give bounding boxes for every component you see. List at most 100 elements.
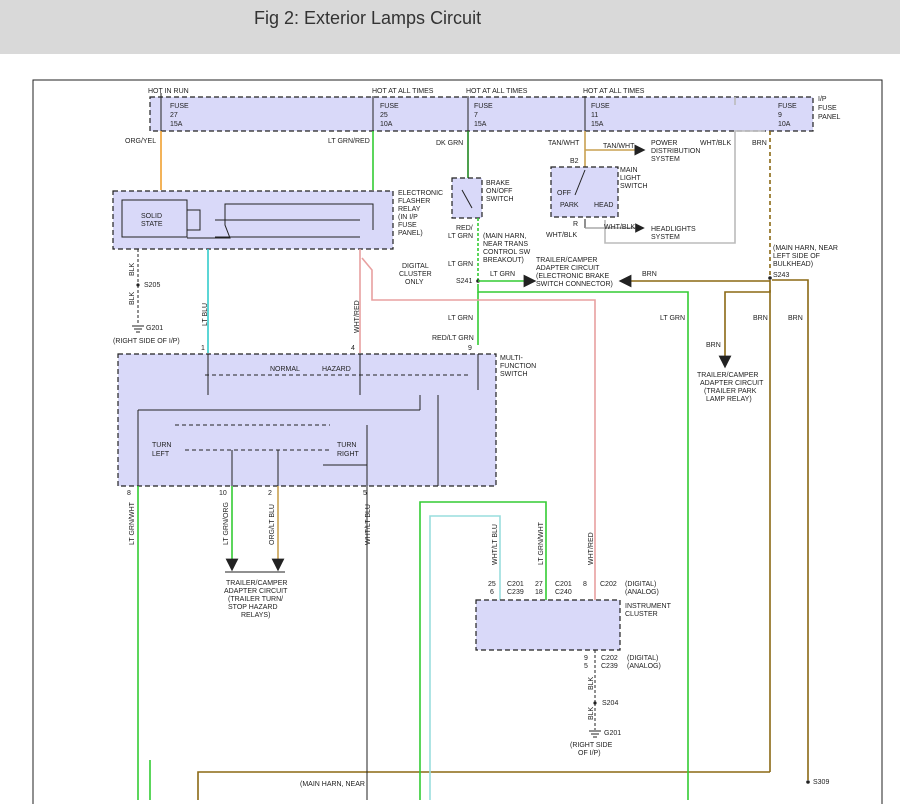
pin-8: 8: [127, 490, 131, 497]
wire-label-wht-red: WHT/RED: [354, 300, 361, 333]
ground-g201: G201: [146, 325, 163, 332]
wire-label-blk-4: BLK: [588, 706, 595, 720]
svg-text:10A: 10A: [778, 121, 791, 128]
svg-text:S243: S243: [773, 272, 789, 279]
svg-text:(DIGITAL): (DIGITAL): [625, 581, 656, 588]
svg-text:(TRAILER PARK: (TRAILER PARK: [704, 388, 757, 395]
svg-text:27: 27: [535, 581, 543, 588]
svg-text:C239: C239: [507, 589, 524, 596]
svg-text:BRAKE: BRAKE: [486, 180, 510, 187]
svg-text:INSTRUMENT: INSTRUMENT: [625, 603, 672, 610]
svg-text:(ANALOG): (ANALOG): [627, 663, 661, 670]
svg-text:I/P: I/P: [818, 96, 827, 103]
svg-text:LIGHT: LIGHT: [620, 175, 641, 182]
wire-label-lt-grn-down: LT GRN: [660, 315, 685, 322]
main-light-switch: [550, 166, 619, 218]
svg-text:ONLY: ONLY: [405, 279, 424, 286]
svg-text:FLASHER: FLASHER: [398, 198, 430, 205]
svg-text:ADAPTER CIRCUIT: ADAPTER CIRCUIT: [700, 380, 764, 387]
hot-at-all-times-label: HOT AT ALL TIMES: [583, 88, 645, 95]
svg-text:ON/OFF: ON/OFF: [486, 188, 512, 195]
svg-text:15A: 15A: [474, 121, 487, 128]
headlights-label: HEADLIGHTS SYSTEM: [651, 226, 696, 241]
svg-text:C239: C239: [601, 663, 618, 670]
svg-text:(TRAILER TURN/: (TRAILER TURN/: [228, 596, 283, 603]
switch-hazard-label: HAZARD: [322, 366, 351, 373]
pin-1: 1: [201, 345, 205, 352]
svg-text:PANEL: PANEL: [818, 114, 841, 121]
turn-left-label: TURN: [152, 442, 171, 449]
wire-label-wht-blk: WHT/BLK: [700, 140, 731, 147]
fuse-11: FUSE 11 15A: [591, 103, 610, 128]
instrument-cluster: [475, 599, 621, 651]
pin-r: R: [573, 221, 578, 228]
wire-label-lt-grn-wht: LT GRN/WHT: [129, 501, 136, 545]
svg-text:S204: S204: [602, 700, 618, 707]
splice-s309: [806, 780, 810, 784]
svg-text:FUSE: FUSE: [474, 103, 493, 110]
cluster-ground-pins: 9 5 C202 C239 (DIGITAL) (ANALOG): [584, 655, 661, 670]
digital-cluster-label: DIGITAL CLUSTER ONLY: [399, 263, 432, 286]
cluster-pins: 25 6 C201 C239 27 18 C201 C240 8 C202 (D…: [488, 581, 659, 596]
flasher-label: ELECTRONIC FLASHER RELAY (IN I/P FUSE PA…: [398, 190, 443, 237]
diagram-frame: [32, 79, 883, 804]
svg-text:FUSE: FUSE: [380, 103, 399, 110]
ground-location-label-b: (RIGHT SIDE: [570, 742, 613, 749]
wire-label-wht-lt-blu: WHT/LT BLU: [365, 504, 372, 545]
svg-text:11: 11: [591, 112, 598, 119]
svg-text:STOP HAZARD: STOP HAZARD: [228, 604, 278, 611]
svg-text:SOLID: SOLID: [141, 213, 162, 220]
svg-text:LEFT: LEFT: [152, 451, 170, 458]
fuse-9: FUSE 9 10A: [778, 103, 797, 128]
wire-label-red-lt-grn: RED/: [456, 225, 473, 232]
ground-g201-b: G201: [604, 730, 621, 737]
svg-text:S241: S241: [456, 278, 472, 285]
ip-fuse-panel: [149, 96, 814, 132]
fuse-27: FUSE 27 15A: [170, 103, 189, 128]
switch-pos-park: PARK: [560, 202, 579, 209]
wire-label-brn-right: BRN: [788, 315, 803, 322]
svg-text:25: 25: [380, 112, 388, 119]
svg-text:27: 27: [170, 112, 178, 119]
wire-label-lt-grn-mf: LT GRN: [448, 315, 473, 322]
wire-label-wht-blk-head: WHT/BLK: [604, 224, 635, 231]
svg-text:C202: C202: [600, 581, 617, 588]
fuse-25: FUSE 25 10A: [380, 103, 399, 128]
svg-text:18: 18: [535, 589, 543, 596]
solid-state-module: [121, 199, 188, 238]
svg-text:DIGITAL: DIGITAL: [402, 263, 429, 270]
trailer-brake-label: TRAILER/CAMPER ADAPTER CIRCUIT (ELECTRON…: [536, 257, 613, 288]
svg-text:(DIGITAL): (DIGITAL): [627, 655, 658, 662]
svg-text:S309: S309: [813, 779, 829, 786]
svg-text:ADAPTER CIRCUIT: ADAPTER CIRCUIT: [536, 265, 600, 272]
svg-text:25: 25: [488, 581, 496, 588]
svg-text:(ELECTRONIC BRAKE: (ELECTRONIC BRAKE: [536, 273, 609, 280]
wire-label-brn: BRN: [752, 140, 767, 147]
svg-text:SWITCH: SWITCH: [620, 183, 648, 190]
wire-label-blk: BLK: [129, 262, 136, 276]
fuse-7: FUSE 7 15A: [474, 103, 493, 128]
trailer-turn-label: TRAILER/CAMPER ADAPTER CIRCUIT (TRAILER …: [224, 580, 288, 619]
pin-b2: B2: [570, 158, 579, 165]
svg-text:9: 9: [778, 112, 782, 119]
svg-text:RELAYS): RELAYS): [241, 612, 270, 619]
main-light-label: MAIN LIGHT SWITCH: [620, 167, 648, 190]
svg-text:(ANALOG): (ANALOG): [625, 589, 659, 596]
wire-label-wht-red-ic: WHT/RED: [588, 532, 595, 565]
wire-label-org-lt-blu: ORG/LT BLU: [269, 504, 276, 545]
svg-text:FUSE: FUSE: [591, 103, 610, 110]
svg-text:SWITCH CONNECTOR): SWITCH CONNECTOR): [536, 281, 613, 288]
svg-text:(MAIN HARN, NEAR: (MAIN HARN, NEAR: [773, 245, 838, 252]
wire-label-blk-2: BLK: [129, 291, 136, 305]
wire-label-blk-3: BLK: [588, 676, 595, 690]
svg-text:FUSE: FUSE: [778, 103, 797, 110]
svg-text:15A: 15A: [170, 121, 183, 128]
hot-at-all-times-label: HOT AT ALL TIMES: [372, 88, 434, 95]
svg-text:FUNCTION: FUNCTION: [500, 363, 536, 370]
pin-4: 4: [351, 345, 355, 352]
svg-text:MAIN: MAIN: [620, 167, 638, 174]
switch-normal-label: NORMAL: [270, 366, 300, 373]
page-title: Fig 2: Exterior Lamps Circuit: [254, 8, 482, 28]
svg-text:9: 9: [584, 655, 588, 662]
